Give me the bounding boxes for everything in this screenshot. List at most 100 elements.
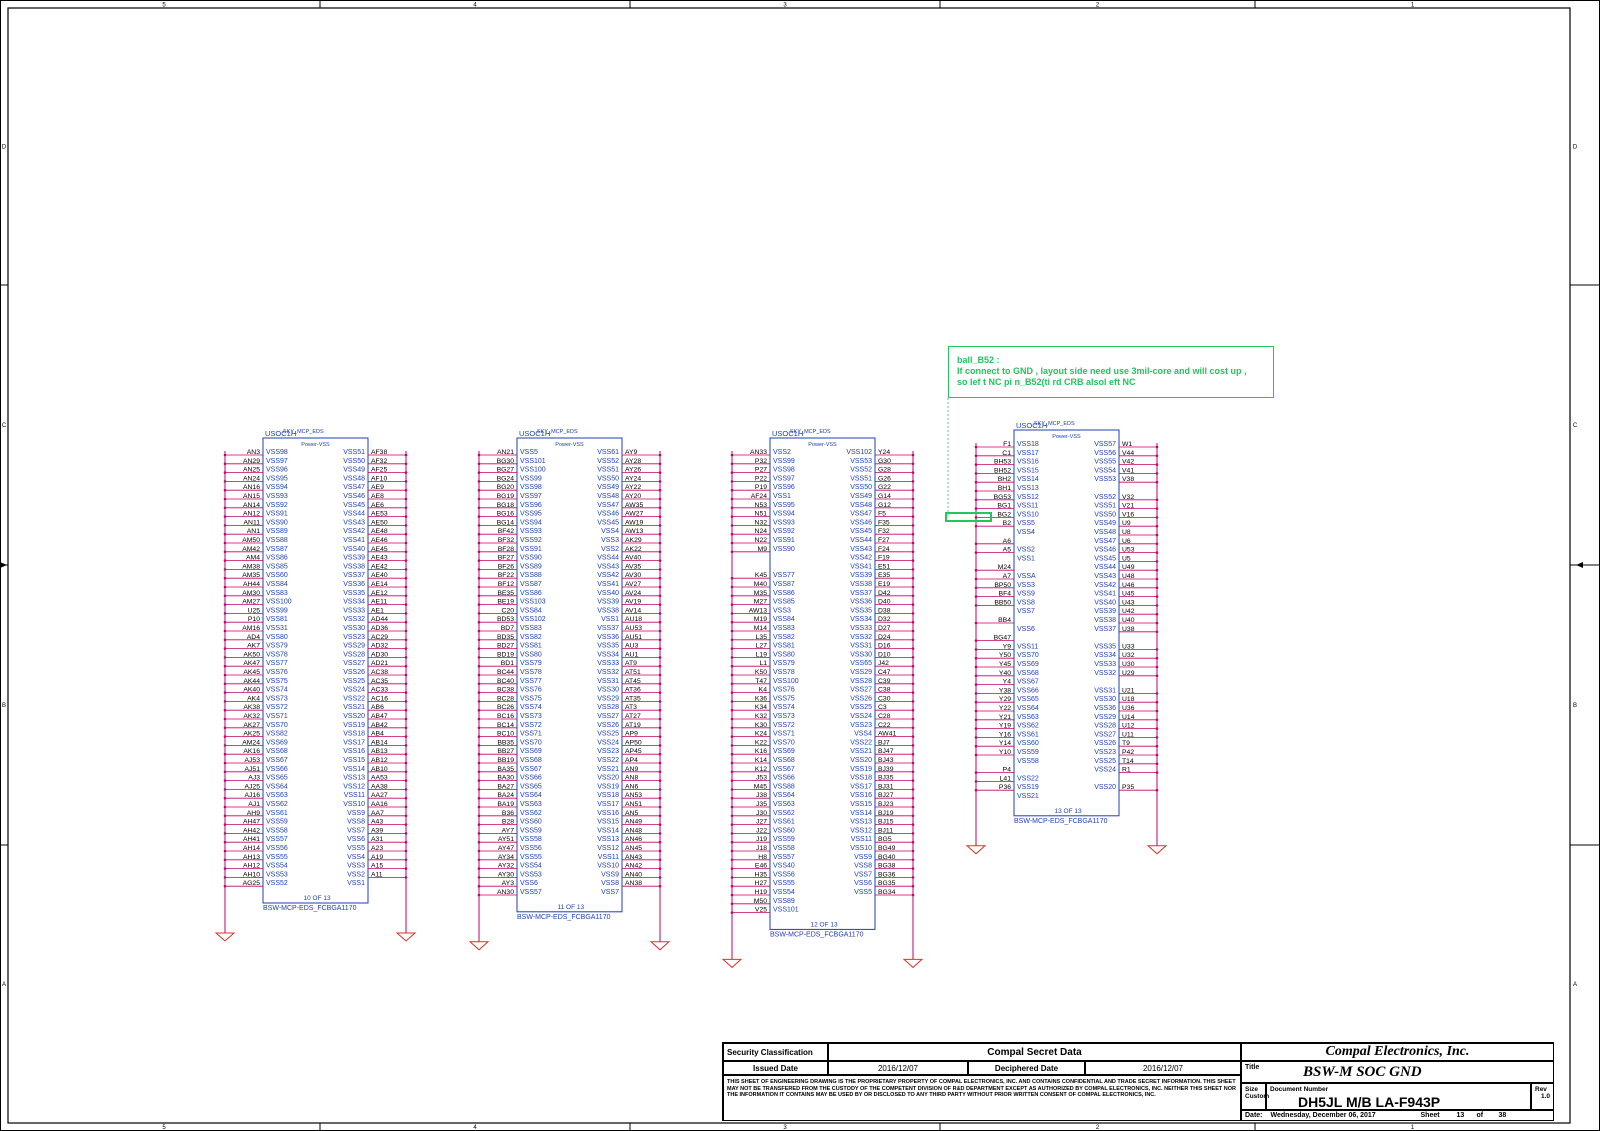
- right-ball-label: G30: [878, 458, 891, 465]
- left-pin-junction: [223, 770, 227, 774]
- left-pin-junction: [223, 717, 227, 721]
- left-pin-junction: [223, 541, 227, 545]
- left-pin-junction: [730, 532, 734, 536]
- left-pin-junction: [974, 551, 978, 554]
- right-pin-junction: [404, 823, 408, 826]
- left-pin-junction: [477, 832, 481, 835]
- left-ball-label: Y45: [999, 661, 1011, 668]
- right-pin-junction: [658, 832, 662, 835]
- left-ball-label: Y10: [999, 749, 1011, 756]
- left-pin-junction: [974, 524, 978, 528]
- right-pin-junction: [404, 849, 408, 853]
- left-ball-label: M40: [754, 581, 767, 588]
- left-ball-label: AH47: [243, 819, 260, 826]
- right-ball-label: C47: [878, 669, 891, 676]
- left-pin-name: VSS19: [1017, 784, 1039, 791]
- right-ball-label: C28: [878, 713, 891, 720]
- left-pin-name: VSS72: [520, 722, 542, 729]
- left-ball-label: BE35: [497, 590, 514, 597]
- right-ball-label: T14: [1122, 758, 1134, 765]
- right-ball-label: AC38: [371, 669, 388, 676]
- left-pin-name: VSS77: [266, 660, 288, 667]
- right-pin-junction: [404, 832, 408, 835]
- left-ball-label: J30: [756, 810, 767, 817]
- right-pin-name: VSS19: [597, 783, 619, 790]
- note-highlight-box: [945, 512, 992, 522]
- title-block: Security Classification Compal Secret Da…: [722, 1042, 1554, 1121]
- right-ball-label: AW35: [625, 502, 643, 509]
- top-zone-label: 4: [473, 3, 477, 9]
- left-pin-junction: [477, 488, 481, 492]
- right-pin-name: VSS14: [597, 827, 619, 834]
- left-pin-name: VSS70: [266, 722, 288, 729]
- right-pin-name: VSS38: [850, 581, 872, 588]
- left-pin-name: VSS61: [1017, 731, 1039, 738]
- left-pin-name: VSS76: [520, 687, 542, 694]
- left-pin-junction: [477, 761, 481, 765]
- sheet-title: BSW-M SOC GND: [1303, 1063, 1422, 1080]
- of-label: of: [1476, 1112, 1484, 1119]
- package-name: BSW-MCP-EDS_FCBGA1170: [770, 931, 864, 938]
- left-pin-junction: [730, 911, 734, 914]
- left-ball-label: AH41: [243, 836, 260, 843]
- left-pin-name: VSS7: [1017, 608, 1035, 615]
- right-pin-name: VSS43: [343, 519, 365, 526]
- left-pin-name: VSS66: [266, 766, 288, 773]
- ground-symbol: [214, 932, 236, 942]
- left-pin-name: VSS96: [773, 484, 795, 491]
- left-pin-name: VSS58: [520, 836, 542, 843]
- left-pin-name: VSS75: [773, 695, 795, 702]
- right-pin-name: VSS15: [597, 819, 619, 826]
- right-pin-name: VSS38: [343, 563, 365, 570]
- right-pin-name: VSS48: [343, 475, 365, 482]
- right-ball-label: U5: [1122, 555, 1131, 562]
- right-pin-junction: [658, 849, 662, 853]
- left-pin-name: VSS80: [520, 651, 542, 658]
- right-pin-junction: [911, 823, 915, 826]
- left-pin-junction: [477, 893, 481, 897]
- right-pin-name: VSS51: [597, 467, 619, 474]
- reference-designator: USOC1H: [772, 429, 803, 438]
- right-pin-junction: [658, 691, 662, 694]
- right-pin-junction: [658, 708, 662, 712]
- left-pin-junction: [730, 620, 734, 624]
- right-pin-name: VSS19: [343, 722, 365, 729]
- left-ball-label: BG2: [997, 511, 1011, 518]
- right-pin-junction: [1155, 612, 1159, 616]
- right-pin-name: VSS37: [1094, 626, 1116, 633]
- left-pin-name: VSS79: [266, 643, 288, 650]
- right-ball-label: E35: [878, 572, 890, 579]
- left-ball-label: T47: [755, 678, 767, 685]
- symbol-body: [262, 437, 369, 904]
- right-pin-junction: [404, 691, 408, 694]
- left-pin-junction: [974, 604, 978, 607]
- right-pin-name: VSS13: [850, 819, 872, 826]
- left-pin-junction: [730, 814, 734, 818]
- left-pin-name: VSS77: [773, 572, 795, 579]
- left-ball-label: AY32: [498, 863, 514, 870]
- right-pin-name: VSS17: [850, 783, 872, 790]
- right-ball-label: AT3: [625, 704, 637, 711]
- left-pin-junction: [730, 849, 734, 853]
- right-ball-label: D40: [878, 599, 891, 606]
- left-ball-label: AD4: [247, 634, 260, 641]
- left-pin-junction: [223, 638, 227, 642]
- left-ball-label: Y9: [1003, 643, 1012, 650]
- part-name: SKY_MCP_EDS: [537, 429, 578, 435]
- revision-value: 1.0: [1541, 1093, 1551, 1100]
- right-pin-junction: [404, 867, 408, 870]
- right-ball-label: AV27: [625, 581, 641, 588]
- right-pin-junction: [658, 823, 662, 826]
- left-pin-junction: [974, 771, 978, 774]
- left-ball-label: BB35: [497, 739, 514, 746]
- document-number-label: Document Number: [1266, 1083, 1531, 1110]
- left-pin-name: VSS56: [773, 871, 795, 878]
- right-ball-label: AN42: [625, 863, 642, 870]
- right-pin-junction: [911, 832, 915, 835]
- left-pin-junction: [223, 867, 227, 870]
- left-pin-name: VSS57: [773, 854, 795, 861]
- left-ball-label: AK4: [247, 695, 260, 702]
- right-ball-label: AA38: [371, 783, 388, 790]
- right-pin-junction: [658, 735, 662, 738]
- size-value: Custom: [1245, 1093, 1270, 1100]
